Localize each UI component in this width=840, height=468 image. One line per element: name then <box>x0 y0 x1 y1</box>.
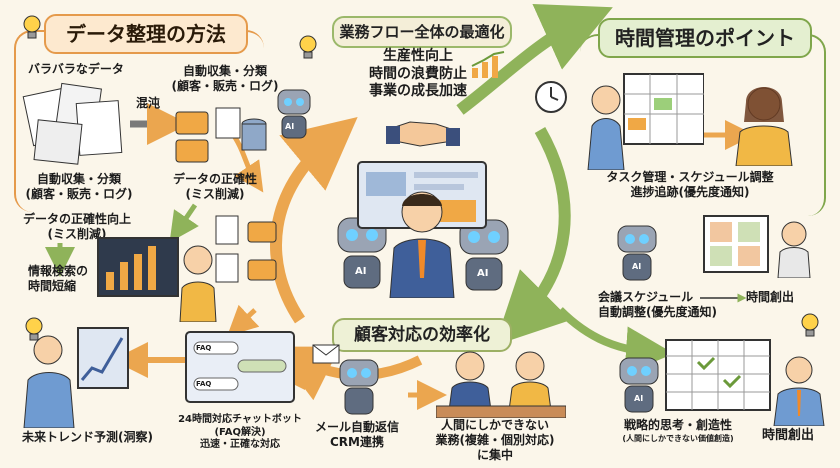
robot-label: AI <box>634 394 644 403</box>
trend-label: 未来トレンド予測(洞察) <box>22 430 153 444</box>
human-work-label: 人間にしかできない 業務(複雑・個別対応) に集中 <box>435 418 555 462</box>
businesswoman-icon <box>735 87 793 166</box>
auto-classify-top: 自動収集・分類 (顧客・販売・ログ) <box>171 64 279 93</box>
robot-label: AI <box>477 268 489 279</box>
robot-label: AI <box>285 122 295 131</box>
accuracy-right: データの正確性 (ミス削減) <box>172 172 257 201</box>
search-time: 情報検索の 時間短縮 <box>28 264 89 293</box>
handshake-icon <box>386 121 460 147</box>
benefit-productivity: 生産性向上 <box>383 48 453 64</box>
businessman-icon <box>773 356 825 426</box>
time-created-mid-label: 時間創出 <box>746 290 795 304</box>
robot-icon <box>617 225 657 281</box>
meeting-label: 会議スケジュール 自動調整(優先度通知) <box>598 290 717 319</box>
robot-label: AI <box>632 262 642 271</box>
strategy-sub-label: (人間にしかできない価値創造) <box>622 434 734 443</box>
robot-icon <box>459 219 509 291</box>
robot-icon <box>619 357 659 413</box>
benefit-growth: 事業の成長加速 <box>369 83 467 99</box>
lightbulb-icon <box>801 313 819 337</box>
robot-icon <box>277 89 311 139</box>
arrow-to-time <box>557 307 674 375</box>
banner-workflow: 業務フロー全体の最適化 <box>332 16 512 48</box>
folders-icon <box>175 107 267 163</box>
scattered-data-label: バラバラなデータ <box>28 62 124 76</box>
arrow-left-up <box>270 116 358 324</box>
chatbot-label: 24時間対応チャットボット (FAQ解決) 迅速・正確な対応 <box>178 414 302 450</box>
arrow-top-right <box>456 3 613 115</box>
mail-icon <box>312 344 340 364</box>
meeting-board-icon <box>703 215 811 278</box>
robot-label: AI <box>355 266 367 277</box>
lightbulb-icon <box>299 35 317 59</box>
meeting-people-icon <box>436 351 566 418</box>
robot-icon <box>339 359 379 415</box>
chat-bubble-faq: FAQ <box>196 380 212 388</box>
scattered-documents-icon <box>22 82 123 165</box>
chatbot-screen-icon <box>185 331 295 403</box>
analytics-monitor-icon <box>97 237 217 322</box>
chat-bubble-faq: FAQ <box>196 344 212 352</box>
mail-label: メール自動返信 CRM連携 <box>314 420 399 449</box>
lightbulb-icon <box>23 15 41 39</box>
folders-icon <box>215 215 277 283</box>
banner-time-mgmt: 時間管理のポイント <box>598 18 812 58</box>
banner-data-method: データ整理の方法 <box>44 14 248 54</box>
banner-customer: 顧客対応の効率化 <box>332 318 512 352</box>
schedule-board-icon <box>587 73 704 170</box>
growth-chart-icon <box>471 51 505 78</box>
auto-classify-left: 自動収集・分類 (顧客・販売・ログ) <box>25 172 133 201</box>
benefits-list: 生産性向上 時間の浪費防止 事業の成長加速 <box>348 48 488 101</box>
clock-icon <box>535 81 567 113</box>
accuracy-up: データの正確性向上 (ミス削減) <box>22 212 131 241</box>
chaos-label: 混沌 <box>136 96 161 110</box>
lightbulb-icon <box>25 317 43 341</box>
arrow-right-down <box>494 127 571 346</box>
trend-presenter-icon <box>23 327 129 428</box>
strategy-label: 戦略的思考・創造性 <box>623 418 732 432</box>
benefit-no-waste: 時間の浪費防止 <box>369 65 467 82</box>
task-mgmt-label: タスク管理・スケジュール調整 進捗追跡(優先度通知) <box>606 170 774 199</box>
businessman-icon <box>389 191 455 298</box>
time-created-bottom-label: 時間創出 <box>762 428 815 443</box>
calendar-icon <box>665 339 771 411</box>
